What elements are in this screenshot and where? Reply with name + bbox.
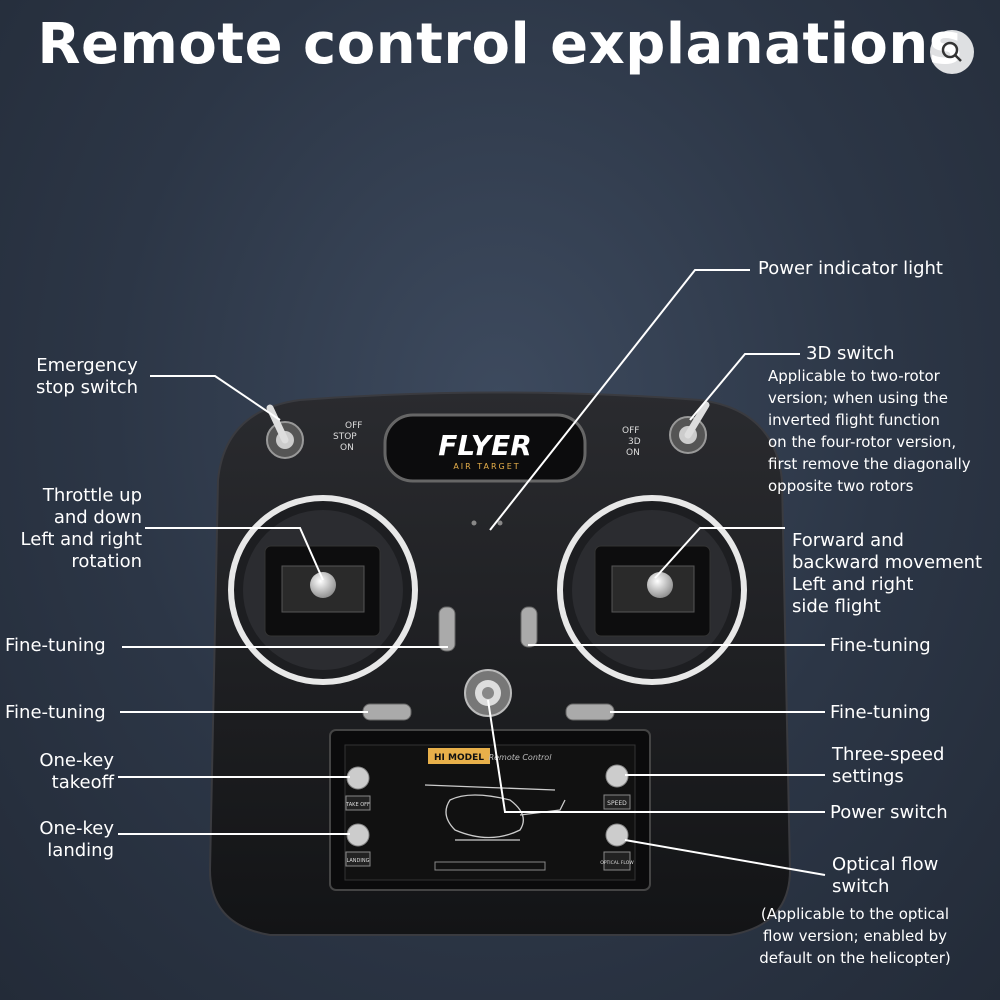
label-throttle-2: and down xyxy=(53,507,142,528)
label-three-speed: Three-speed settings xyxy=(832,744,992,788)
optical-flow-button xyxy=(603,823,631,871)
label-optical-note-2: flow version; enabled by xyxy=(763,927,947,945)
label-fine-tuning-left-2: Fine-tuning xyxy=(5,702,106,723)
takeoff-button xyxy=(345,766,371,811)
trim-right-vertical xyxy=(520,606,538,648)
label-power-indicator: Power indicator light xyxy=(758,258,943,279)
label-forward-3: Left and right xyxy=(792,574,914,595)
switch-left-stop: STOP xyxy=(333,432,357,442)
label-takeoff-2: takeoff xyxy=(51,772,114,793)
label-3d-switch: 3D switch Applicable to two-rotor versio… xyxy=(768,343,993,497)
label-landing: One-key landing xyxy=(0,818,114,862)
label-speed-2: settings xyxy=(832,766,904,787)
switch-right-3d: 3D xyxy=(628,437,641,447)
label-emergency-stop: Emergency stop switch xyxy=(22,355,152,399)
page-title: Remote control explanations xyxy=(37,12,963,77)
trim-left-vertical xyxy=(438,606,456,652)
label-fine-tuning-left-1: Fine-tuning xyxy=(5,635,106,656)
label-emergency-line1: Emergency xyxy=(36,355,138,376)
label-optical-2: switch xyxy=(832,876,890,897)
label-throttle-1: Throttle up xyxy=(42,485,142,506)
label-forward-1: Forward and xyxy=(792,530,904,551)
label-optical-note-1: (Applicable to the optical xyxy=(760,905,950,923)
power-indicator-led xyxy=(471,520,477,526)
line-power-switch xyxy=(487,699,825,813)
label-forward: Forward and backward movement Left and r… xyxy=(792,530,997,618)
helicopter-icon xyxy=(424,784,566,841)
label-3d-title: 3D switch xyxy=(806,343,895,364)
line-3d xyxy=(689,353,800,421)
label-optical-flow: Optical flow switch xyxy=(832,854,992,898)
label-takeoff-1: One-key xyxy=(39,750,114,771)
switch-right-off: OFF xyxy=(622,426,639,436)
3d-toggle xyxy=(669,401,710,454)
label-3d-desc-2: version; when using the xyxy=(768,389,948,407)
line-emergency xyxy=(150,375,281,421)
left-gimbal xyxy=(228,495,418,685)
label-speed-1: Three-speed xyxy=(832,744,945,765)
switch-left-on: ON xyxy=(340,443,354,453)
takeoff-btn-text: TAKE OFF xyxy=(345,802,370,808)
label-takeoff: One-key takeoff xyxy=(0,750,114,794)
landing-button xyxy=(345,823,371,867)
speed-btn-text: SPEED xyxy=(607,800,627,807)
switch-left-off: OFF xyxy=(345,421,362,431)
line-optical xyxy=(624,839,826,876)
screen-logo-box xyxy=(428,748,490,764)
label-fine-tuning-right-2: Fine-tuning xyxy=(830,702,931,723)
power-indicator-led-2 xyxy=(497,520,503,526)
visual-search-icon[interactable] xyxy=(930,30,974,74)
label-optical-note-3: default on the helicopter) xyxy=(759,949,951,967)
screen-caption: Remote Control xyxy=(489,753,553,762)
line-throttle xyxy=(145,527,324,581)
landing-btn-text: LANDING xyxy=(346,858,369,864)
right-gimbal xyxy=(557,495,747,685)
label-optical-1: Optical flow xyxy=(832,854,939,875)
leader-lines xyxy=(118,269,826,876)
brand-logo-sub: AIR TARGET xyxy=(453,462,520,471)
label-3d-desc-5: first remove the diagonally xyxy=(768,455,971,473)
brand-logo: FLYER xyxy=(438,429,532,462)
label-power-switch: Power switch xyxy=(830,802,948,823)
label-3d-desc-6: opposite two rotors xyxy=(768,477,914,495)
label-forward-2: backward movement xyxy=(792,552,983,573)
label-3d-desc-1: Applicable to two-rotor xyxy=(768,367,940,385)
label-throttle-4: rotation xyxy=(71,551,142,572)
trim-right-horizontal xyxy=(565,703,615,721)
label-optical-flow-note: (Applicable to the optical flow version;… xyxy=(745,903,965,969)
logo-plate xyxy=(383,413,587,483)
label-emergency-line2: stop switch xyxy=(35,377,139,398)
speed-button xyxy=(603,764,631,810)
label-fine-tuning-right-1: Fine-tuning xyxy=(830,635,931,656)
label-landing-1: One-key xyxy=(39,818,114,839)
trim-left-horizontal xyxy=(362,703,412,721)
label-throttle-3: Left and right xyxy=(20,529,142,550)
label-forward-4: side flight xyxy=(792,596,881,617)
switch-right-on: ON xyxy=(626,448,640,458)
label-throttle: Throttle up and down Left and right rota… xyxy=(0,485,142,573)
label-3d-desc-4: on the four-rotor version, xyxy=(768,433,957,451)
screen-logo: HI MODEL xyxy=(434,753,484,763)
optical-btn-text: OPTICAL FLOW xyxy=(600,860,634,866)
line-forward xyxy=(654,527,785,579)
emergency-stop-toggle xyxy=(266,404,304,459)
power-switch xyxy=(464,669,512,717)
line-power-indicator xyxy=(489,269,750,531)
label-3d-desc-3: inverted flight function xyxy=(768,411,940,429)
label-landing-2: landing xyxy=(47,840,114,861)
screen-footer-bar xyxy=(434,861,546,871)
